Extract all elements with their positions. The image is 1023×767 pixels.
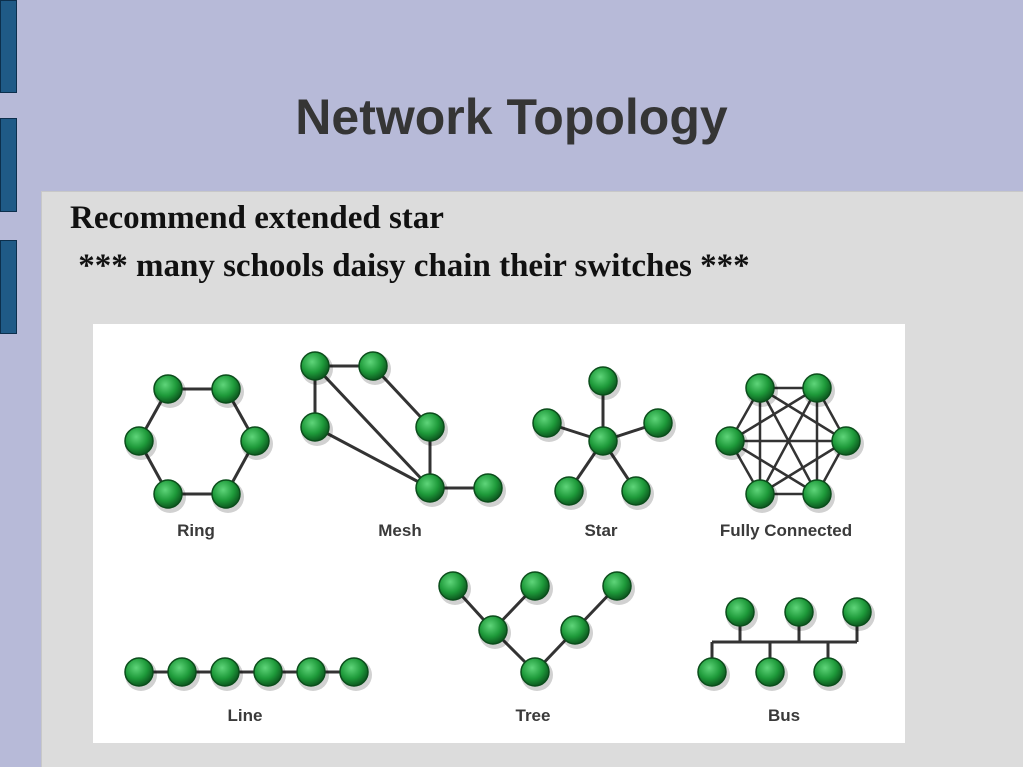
side-tab-3 (0, 240, 17, 334)
mesh-node-0 (300, 351, 330, 381)
label-line: Line (228, 706, 263, 725)
tree-node-3 (478, 615, 508, 645)
bus-node-3 (697, 657, 727, 687)
line-node-0 (124, 657, 154, 687)
full-node-0 (745, 373, 775, 403)
ring-node-4 (153, 479, 183, 509)
line-node-5 (339, 657, 369, 687)
tree-node-2 (602, 571, 632, 601)
nodes-layer (124, 351, 875, 691)
star-node-5 (621, 476, 651, 506)
full-edge-8 (729, 386, 818, 443)
full-node-4 (745, 479, 775, 509)
tree-node-1 (520, 571, 550, 601)
topology-svg: Ring Mesh Star Fully Connected Line Tree… (124, 351, 875, 725)
label-tree: Tree (516, 706, 551, 725)
mesh-node-3 (415, 412, 445, 442)
star-node-0 (588, 426, 618, 456)
side-tab-1 (0, 0, 17, 93)
star-node-3 (643, 408, 673, 438)
star-node-2 (532, 408, 562, 438)
bullet-2: *** many schools daisy chain their switc… (70, 248, 750, 284)
full-edge-10 (759, 439, 847, 496)
ring-node-1 (211, 374, 241, 404)
tree-node-0 (438, 571, 468, 601)
line-node-3 (253, 657, 283, 687)
full-node-5 (715, 426, 745, 456)
bullet-1: Recommend extended star (70, 200, 444, 236)
bus-node-5 (813, 657, 843, 687)
ring-node-2 (240, 426, 270, 456)
side-tab-2 (0, 118, 17, 212)
mesh-node-2 (300, 412, 330, 442)
full-node-1 (802, 373, 832, 403)
mesh-node-5 (473, 473, 503, 503)
tree-node-4 (560, 615, 590, 645)
full-node-2 (831, 426, 861, 456)
mesh-node-4 (415, 473, 445, 503)
label-star: Star (584, 521, 617, 540)
star-node-1 (588, 366, 618, 396)
tree-node-5 (520, 657, 550, 687)
mesh-edge-3 (313, 364, 432, 490)
mesh-node-1 (358, 351, 388, 381)
full-edge-13 (729, 439, 818, 496)
label-mesh: Mesh (378, 521, 421, 540)
slide-title: Network Topology (295, 89, 728, 145)
bus-node-4 (755, 657, 785, 687)
label-ring: Ring (177, 521, 215, 540)
line-node-2 (210, 657, 240, 687)
ring-node-5 (124, 426, 154, 456)
label-fully-connected: Fully Connected (720, 521, 852, 540)
full-node-3 (802, 479, 832, 509)
label-bus: Bus (768, 706, 800, 725)
bus-node-1 (784, 597, 814, 627)
topology-diagram: Ring Mesh Star Fully Connected Line Tree… (93, 324, 905, 743)
star-node-4 (554, 476, 584, 506)
ring-node-3 (211, 479, 241, 509)
line-node-4 (296, 657, 326, 687)
ring-node-0 (153, 374, 183, 404)
line-node-1 (167, 657, 197, 687)
bus-node-2 (842, 597, 872, 627)
mesh-edge-4 (314, 425, 431, 490)
bus-node-0 (725, 597, 755, 627)
